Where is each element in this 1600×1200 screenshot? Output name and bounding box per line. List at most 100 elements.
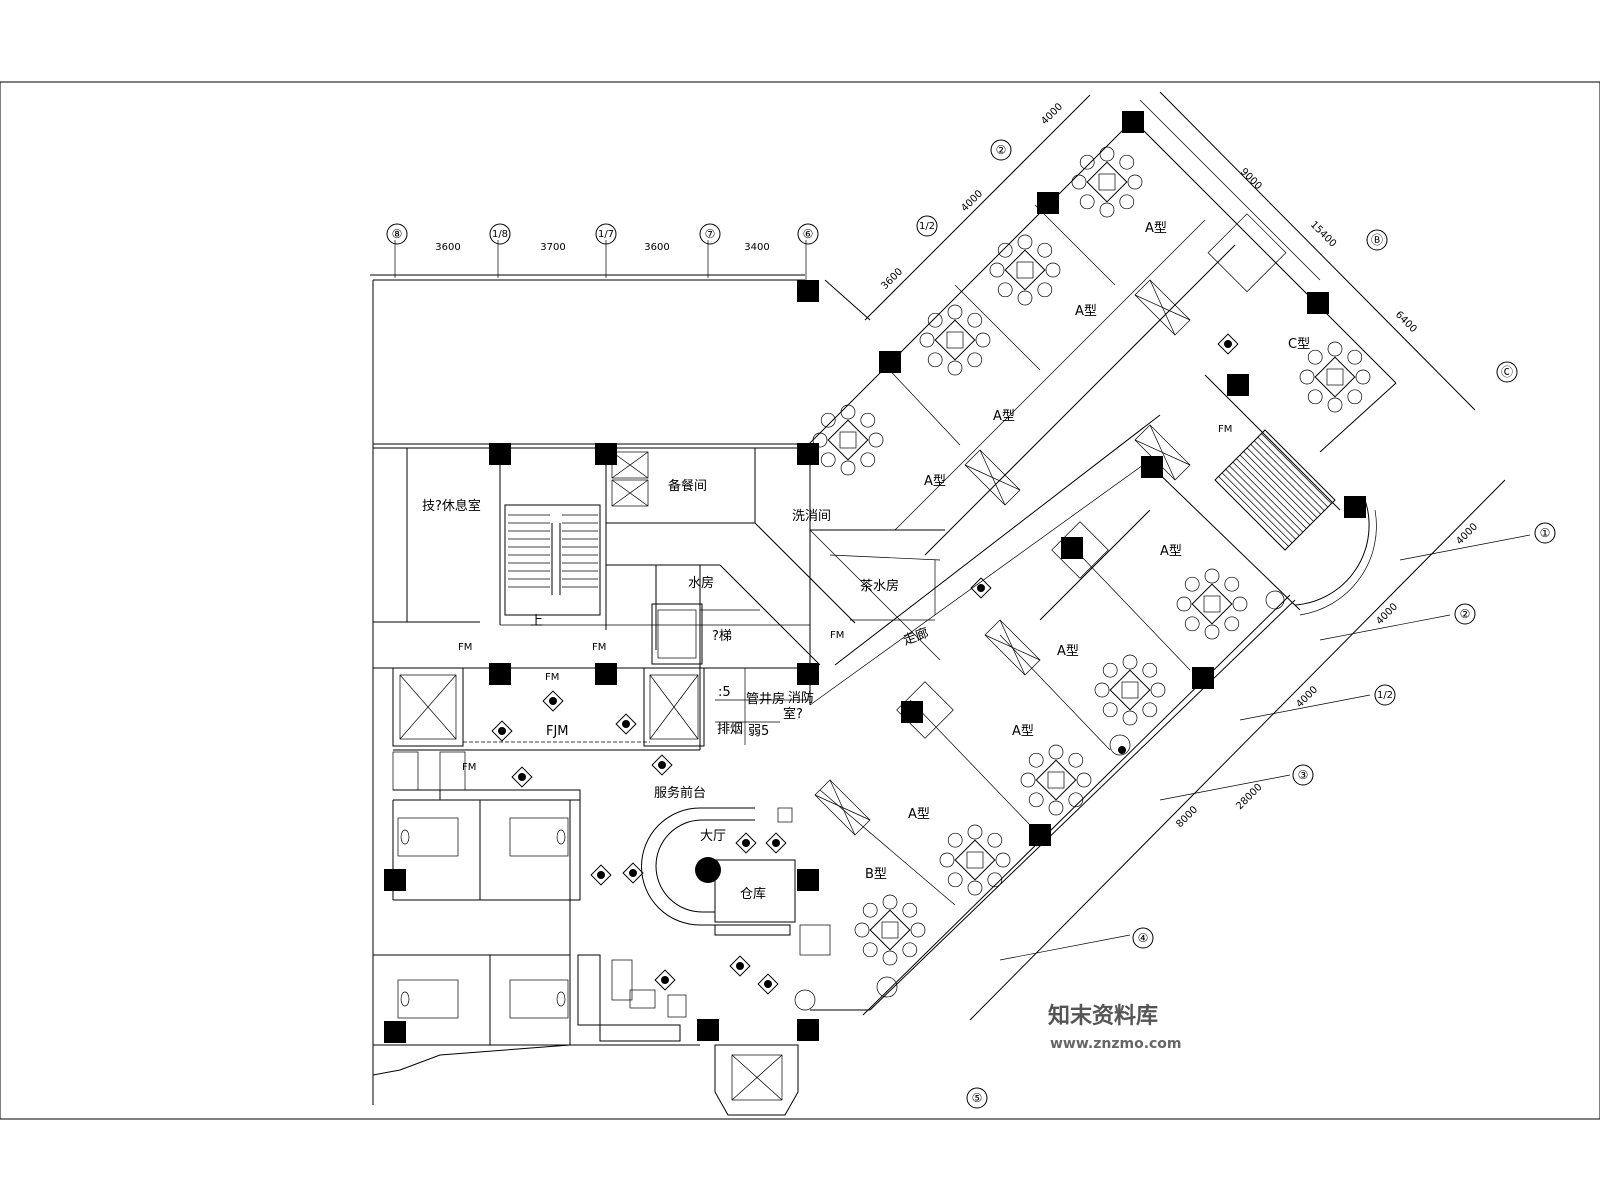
label-service: 服务前台 bbox=[654, 785, 706, 801]
label-wash: 洗消间 bbox=[792, 509, 831, 524]
label-hall: 大厅 bbox=[700, 829, 726, 844]
planter-strips bbox=[439, 789, 791, 936]
dim-9000: 9000 bbox=[1238, 166, 1264, 192]
label-staff-rest: 技?休息室 bbox=[422, 498, 481, 514]
dim-28000: 28000 bbox=[1234, 782, 1264, 812]
marker-symbol bbox=[590, 864, 612, 886]
dim-3700: 3700 bbox=[540, 242, 565, 253]
dining-table bbox=[1071, 146, 1143, 218]
dim-3600-a: 3600 bbox=[435, 242, 460, 253]
dining-table bbox=[919, 304, 991, 376]
top-axis-dimensions: ⑧ 1/8 1/7 ⑦ ⑥ 3600 3700 3600 3400 bbox=[370, 223, 819, 290]
sheet-border bbox=[0, 81, 1600, 1120]
diagonal-wing-walls bbox=[804, 99, 1397, 1016]
label-shaft-5a: :5 bbox=[718, 685, 731, 700]
dim-3400: 3400 bbox=[744, 242, 769, 253]
marker-symbol bbox=[729, 955, 751, 977]
axis-label-1: ① bbox=[1540, 526, 1551, 540]
stair-up-label: 上 bbox=[530, 614, 543, 629]
dim-4000-right-a: 4000 bbox=[1454, 521, 1480, 547]
dining-table bbox=[1020, 744, 1092, 816]
structural-columns bbox=[384, 111, 1366, 1043]
axis-label-1-2-right: 1/2 bbox=[1377, 690, 1393, 701]
column bbox=[489, 663, 511, 685]
stair-left: 上 bbox=[504, 504, 601, 629]
axis-label-1-8: 1/8 bbox=[492, 229, 508, 240]
column bbox=[384, 869, 406, 891]
column bbox=[901, 701, 923, 723]
axis-label-7: ⑦ bbox=[705, 227, 716, 241]
marker-symbol bbox=[765, 832, 787, 854]
column bbox=[1192, 667, 1214, 689]
column bbox=[595, 663, 617, 685]
marker-symbol bbox=[615, 713, 637, 735]
marker-symbol bbox=[654, 969, 676, 991]
label-type-a-1: A型 bbox=[1145, 221, 1167, 236]
column bbox=[1037, 192, 1059, 214]
column bbox=[1227, 374, 1249, 396]
axis-label-2-top: ② bbox=[996, 143, 1007, 157]
label-pipe-shaft: 管井房 bbox=[746, 691, 785, 707]
reception-desk bbox=[577, 807, 796, 1042]
column bbox=[1307, 292, 1329, 314]
column bbox=[489, 443, 511, 465]
marker-symbol bbox=[651, 754, 673, 776]
label-type-a-4: A型 bbox=[924, 474, 946, 489]
entrance-porch bbox=[714, 1009, 870, 1116]
watermark: 知末资料库 www.znzmo.com bbox=[1048, 1003, 1182, 1052]
column bbox=[797, 280, 819, 302]
dining-table bbox=[1094, 654, 1166, 726]
label-fm-2: FM bbox=[592, 642, 606, 653]
marker-symbol bbox=[622, 862, 644, 884]
label-type-a-3: A型 bbox=[993, 409, 1015, 424]
room-labels: 技?休息室 备餐间 洗消间 茶水房 水房 ?梯 管井房 消防 室? :5 弱5 … bbox=[422, 221, 1310, 902]
axis-label-5: ⑤ bbox=[972, 1091, 983, 1105]
dim-8000: 8000 bbox=[1174, 804, 1200, 830]
label-fm-6: FM bbox=[1218, 424, 1232, 435]
elevators-left bbox=[392, 451, 705, 747]
axis-label-b: Ⓑ bbox=[1371, 233, 1383, 247]
axis-label-4: ④ bbox=[1138, 931, 1149, 945]
column bbox=[879, 351, 901, 373]
axis-label-1-2-top: 1/2 bbox=[919, 221, 935, 232]
axis-label-2-right: ② bbox=[1460, 607, 1471, 621]
marker-symbol bbox=[757, 973, 779, 995]
axis-label-c: Ⓒ bbox=[1501, 365, 1513, 379]
axis-label-3: ③ bbox=[1298, 768, 1309, 782]
dining-table bbox=[1176, 568, 1248, 640]
label-pantry: 备餐间 bbox=[668, 478, 707, 494]
label-shaft-5b: 弱5 bbox=[748, 724, 769, 739]
stair-right bbox=[1214, 429, 1336, 551]
dining-table bbox=[1299, 341, 1371, 413]
label-fire-room: 消防 bbox=[788, 690, 814, 706]
marker-symbol bbox=[491, 720, 513, 742]
watermark-url: www.znzmo.com bbox=[1050, 1036, 1182, 1052]
dining-table bbox=[812, 404, 884, 476]
column bbox=[1061, 537, 1083, 559]
label-fire-room-2: 室? bbox=[783, 706, 803, 722]
label-fm-3: FM bbox=[545, 672, 559, 683]
column bbox=[1122, 111, 1144, 133]
label-lobby-fm: FJM bbox=[546, 724, 569, 739]
dim-4000-right-b: 4000 bbox=[1374, 601, 1400, 627]
column bbox=[797, 869, 819, 891]
column bbox=[797, 443, 819, 465]
plants bbox=[794, 590, 1285, 1011]
marker-symbol bbox=[542, 690, 564, 712]
upper-diagonal-axes: ② 1/2 Ⓑ Ⓒ 4000 4000 3600 9000 15400 6400 bbox=[864, 91, 1518, 411]
dining-table bbox=[989, 234, 1061, 306]
axis-label-8: ⑧ bbox=[392, 227, 403, 241]
label-type-a-7: A型 bbox=[1012, 724, 1034, 739]
label-elevator-room: ?梯 bbox=[712, 629, 732, 644]
dining-table bbox=[939, 824, 1011, 896]
column bbox=[697, 1019, 719, 1041]
column bbox=[1344, 496, 1366, 518]
marker-symbol bbox=[1217, 333, 1239, 355]
label-type-c: C型 bbox=[1288, 337, 1310, 352]
fire-equipment-markers bbox=[491, 333, 1239, 995]
shafts-diagonal bbox=[799, 213, 1287, 956]
column bbox=[595, 443, 617, 465]
label-smoke: 排烟 bbox=[717, 722, 743, 737]
axis-label-6: ⑥ bbox=[803, 227, 814, 241]
